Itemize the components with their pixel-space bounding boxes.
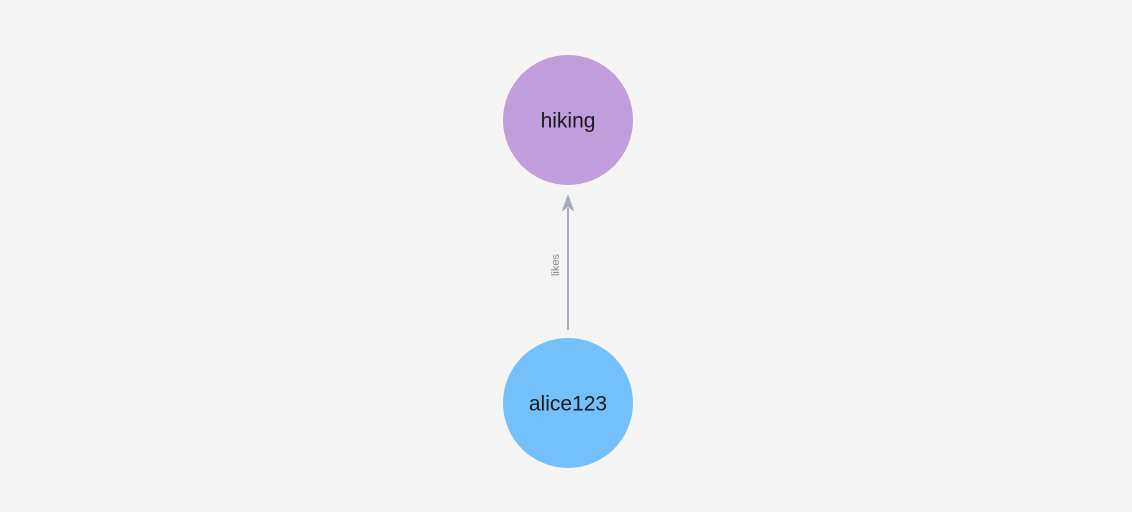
node-hiking[interactable]: hiking <box>503 55 633 185</box>
edge-alice123-likes-hiking[interactable]: likes <box>550 194 575 330</box>
edge-label-likes: likes <box>550 254 562 277</box>
node-circle-alice123[interactable] <box>503 338 633 468</box>
arrowhead-icon <box>561 194 575 212</box>
node-circle-hiking[interactable] <box>503 55 633 185</box>
node-alice123[interactable]: alice123 <box>503 338 633 468</box>
